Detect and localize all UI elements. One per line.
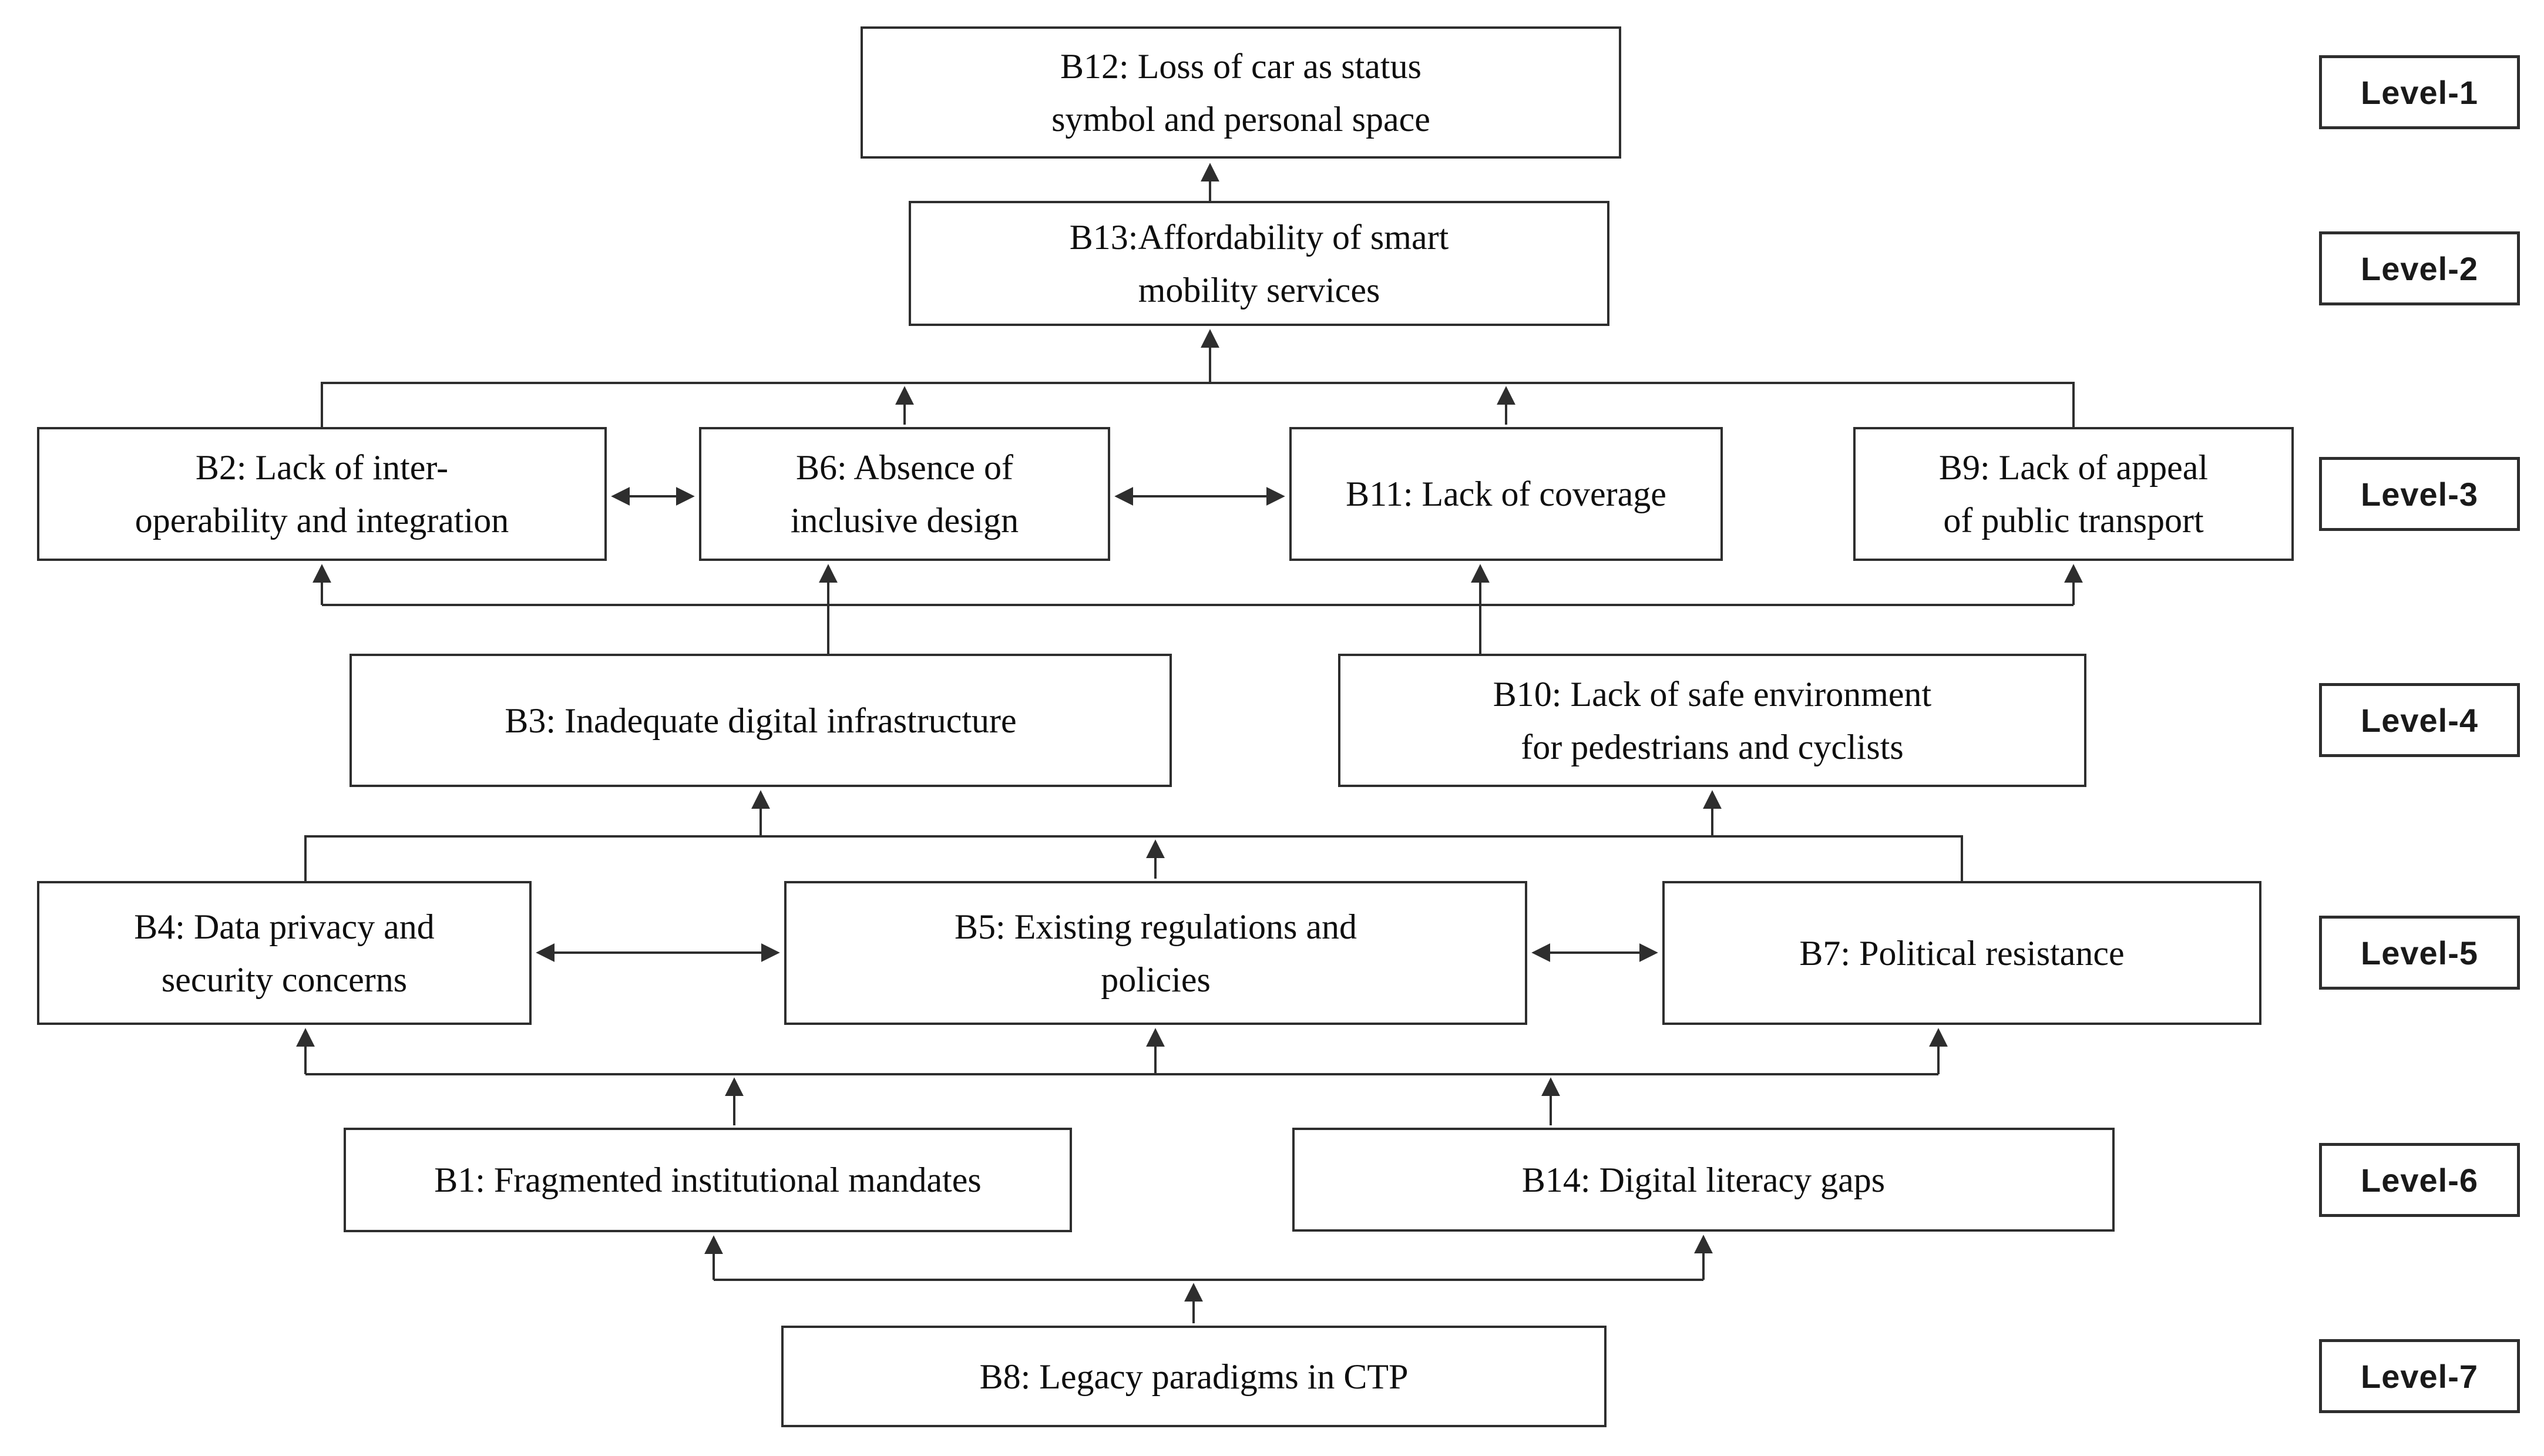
node-b9: B9: Lack of appeal of public transport xyxy=(1853,427,2294,561)
node-b3: B3: Inadequate digital infrastructure xyxy=(349,654,1172,787)
bus-l5-to-l4 xyxy=(304,835,1963,881)
node-b8: B8: Legacy paradigms in CTP xyxy=(781,1326,1607,1427)
level-label-2: Level-2 xyxy=(2319,231,2520,305)
level-label-3: Level-3 xyxy=(2319,457,2520,531)
node-b2: B2: Lack of inter- operability and integ… xyxy=(37,427,607,561)
node-b11: B11: Lack of coverage xyxy=(1289,427,1723,561)
level-label-1: Level-1 xyxy=(2319,55,2520,129)
node-b5: B5: Existing regulations and policies xyxy=(784,881,1527,1025)
node-b10: B10: Lack of safe environment for pedest… xyxy=(1338,654,2086,787)
bus-l3-to-b13 xyxy=(321,382,2075,427)
node-b7: B7: Political resistance xyxy=(1662,881,2261,1025)
level-label-5: Level-5 xyxy=(2319,916,2520,990)
level-label-7: Level-7 xyxy=(2319,1339,2520,1413)
node-b6: B6: Absence of inclusive design xyxy=(699,427,1110,561)
node-b14: B14: Digital literacy gaps xyxy=(1292,1128,2115,1232)
level-label-6: Level-6 xyxy=(2319,1143,2520,1217)
node-b4: B4: Data privacy and security concerns xyxy=(37,881,532,1025)
node-b1: B1: Fragmented institutional mandates xyxy=(344,1128,1072,1232)
node-b12: B12: Loss of car as status symbol and pe… xyxy=(861,26,1621,159)
level-label-4: Level-4 xyxy=(2319,683,2520,757)
node-b13: B13:Affordability of smart mobility serv… xyxy=(909,201,1609,326)
